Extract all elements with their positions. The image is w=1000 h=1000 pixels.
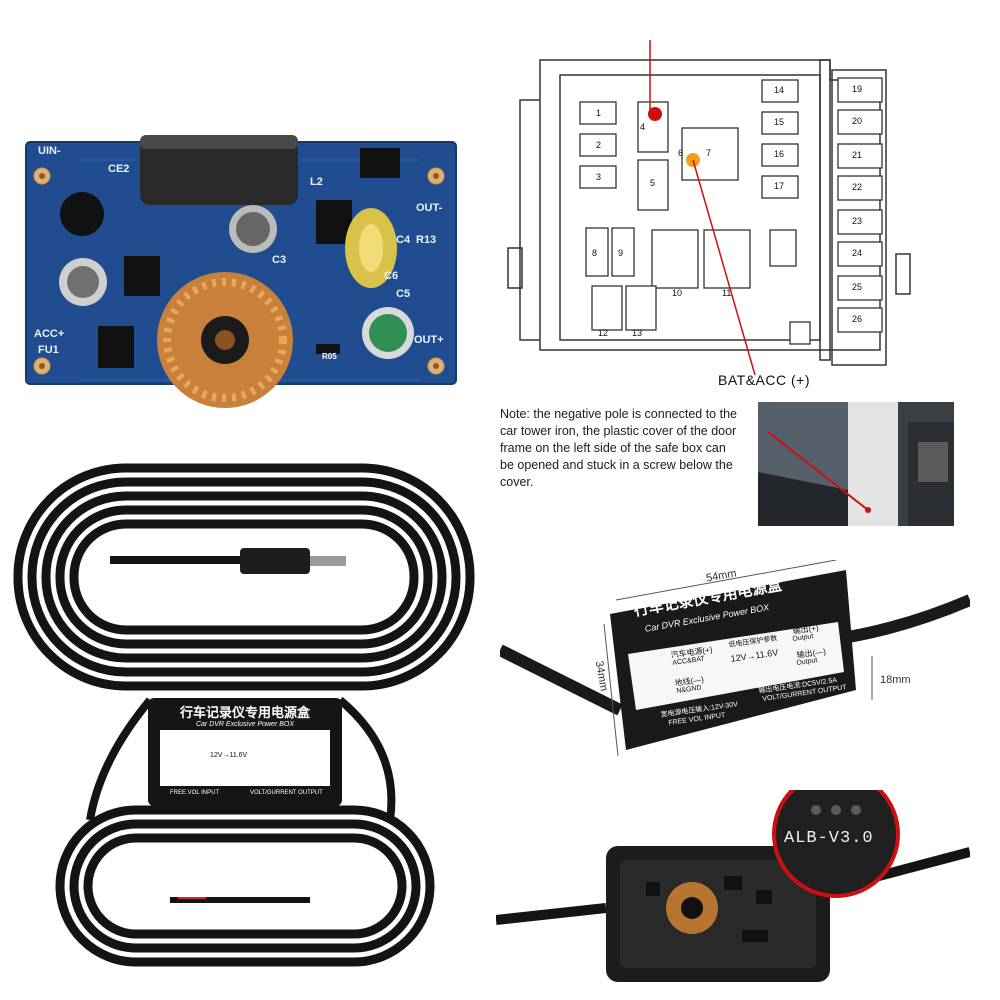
coiled-cable-graphic [13, 463, 475, 967]
powerbox-small-title-cn: 行车记录仪专用电源盒 [179, 705, 310, 720]
fuse-4: 4 [640, 122, 646, 132]
fuse-17: 17 [774, 181, 785, 191]
fuse-8: 8 [592, 248, 598, 258]
door-frame-photo [758, 402, 954, 526]
fuse-12: 12 [598, 328, 609, 338]
fuse-3: 3 [596, 172, 602, 182]
pcb-label-c6: C6 [384, 270, 399, 282]
powerbox-small-label: 行车记录仪专用电源盒 Car DVR Exclusive Power BOX [150, 702, 340, 728]
fuse-13: 13 [632, 328, 643, 338]
door-frame-graphic [758, 402, 954, 526]
fuse-9: 9 [618, 248, 624, 258]
powerbox-small-input-spec: FREE VOL INPUT [170, 790, 220, 796]
pcb-label-ce2: CE2 [108, 163, 130, 175]
fuse-26: 26 [852, 314, 863, 324]
pcb-label-c5: C5 [396, 288, 411, 300]
fuse-7: 7 [706, 148, 712, 158]
fuse-15: 15 [774, 117, 785, 127]
pcb-label-out-minus: OUT- [416, 202, 443, 214]
fuse-1: 1 [596, 108, 602, 118]
pcb-label-out-plus: OUT+ [414, 334, 444, 346]
fuse-10: 10 [672, 288, 683, 298]
internal-board-photo [496, 790, 970, 990]
pcb-label-r13: R13 [416, 234, 437, 246]
bat-acc-callout: BAT&ACC (+) [718, 372, 810, 388]
board-version-label: ALB-V3.0 [784, 829, 874, 848]
fusebox-diagram: 1 2 3 4 5 6 7 14 15 16 17 19 20 21 22 23… [500, 40, 920, 400]
fuse-19: 19 [852, 84, 863, 94]
fuse-11: 11 [722, 288, 732, 298]
fuse-5: 5 [650, 178, 656, 188]
fusebox-outline [507, 40, 911, 376]
fuse-21: 21 [852, 150, 863, 160]
powerbox-dimension-graphic [500, 560, 970, 757]
fuse-2: 2 [596, 140, 602, 150]
pcb-board-graphic [25, 135, 457, 408]
fuse-14: 14 [774, 85, 785, 95]
pcb-photo: UIN- CE2 L2 OUT- C3 C4 R13 C6 C5 ACC+ FU… [20, 130, 460, 430]
fuse-20: 20 [852, 116, 863, 126]
fuse-23: 23 [852, 216, 863, 226]
installation-note: Note: the negative pole is connected to … [500, 407, 737, 489]
powerbox-small-voltage: 12V→11.6V [210, 752, 248, 759]
pcb-label-c4: C4 [396, 234, 411, 246]
powerbox-small-title-en: Car DVR Exclusive Power BOX [195, 721, 295, 728]
pcb-label-uin-minus: UIN- [38, 145, 61, 157]
powerbox-small-output-spec: VOLT/GURRENT OUTPUT [250, 790, 323, 796]
fuse-22: 22 [852, 182, 863, 192]
fuse-16: 16 [774, 149, 785, 159]
pcb-label-fu1: FU1 [38, 344, 59, 356]
internal-board-graphic [496, 790, 970, 982]
pcb-label-acc-plus: ACC+ [34, 328, 65, 340]
fuse-25: 25 [852, 282, 863, 292]
pcb-label-l2: L2 [310, 176, 323, 188]
powerbox-dimension-photo: 行车记录仪专用电源盒 Car DVR Exclusive Power BOX 汽… [500, 560, 970, 780]
cable-kit-photo: 行车记录仪专用电源盒 Car DVR Exclusive Power BOX 1… [10, 460, 480, 980]
pcb-label-r05: R05 [322, 352, 337, 361]
dimension-depth: 18mm [880, 674, 911, 686]
pcb-label-c3: C3 [272, 254, 287, 266]
fuse-24: 24 [852, 248, 863, 258]
fuse-6: 6 [678, 148, 684, 158]
